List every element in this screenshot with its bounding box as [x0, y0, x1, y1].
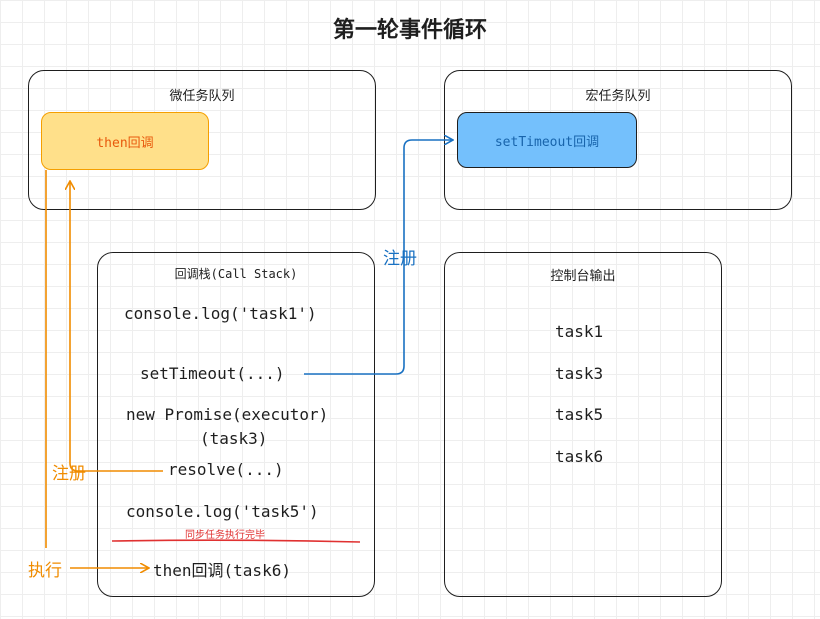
sync-done-label: 同步任务执行完毕 — [185, 530, 265, 541]
then-callback-item: then回调 — [41, 112, 209, 170]
call-stack-title: 回调栈(Call Stack) — [174, 267, 298, 281]
stack-line-task5: console.log('task5') — [126, 502, 319, 521]
stack-line-task3: (task3) — [200, 429, 268, 448]
page-title: 第一轮事件循环 — [332, 18, 487, 43]
execute-label: 执行 — [28, 561, 62, 581]
macrotask-queue-title: 宏任务队列 — [585, 89, 651, 104]
stack-line-settimeout: setTimeout(...) — [140, 364, 285, 383]
register-then-arrow — [70, 182, 163, 472]
settimeout-callback-item: setTimeout回调 — [457, 112, 637, 168]
microtask-queue-box: 微任务队列 — [28, 70, 376, 210]
settimeout-callback-label: setTimeout回调 — [494, 134, 600, 150]
register-settimeout-arrow — [304, 140, 452, 375]
stack-line-then: then回调(task6) — [153, 561, 291, 580]
console-output-line: task3 — [555, 364, 604, 383]
register-label-blue: 注册 — [383, 249, 417, 269]
console-output-box: 控制台输出 — [444, 252, 722, 597]
stack-line-task1: console.log('task1') — [124, 304, 317, 323]
then-callback-label: then回调 — [96, 135, 154, 151]
register-label-orange: 注册 — [52, 464, 86, 484]
stack-line-resolve: resolve(...) — [168, 460, 284, 479]
sync-done-divider — [111, 539, 361, 543]
microtask-queue-title: 微任务队列 — [169, 89, 235, 104]
console-output-line: task1 — [555, 322, 604, 341]
stack-line-promise: new Promise(executor) — [126, 405, 329, 424]
call-stack-box: 回调栈(Call Stack) — [97, 252, 375, 597]
console-output-line: task6 — [555, 447, 604, 466]
console-output-title: 控制台输出 — [550, 269, 616, 284]
console-output-line: task5 — [555, 405, 604, 424]
